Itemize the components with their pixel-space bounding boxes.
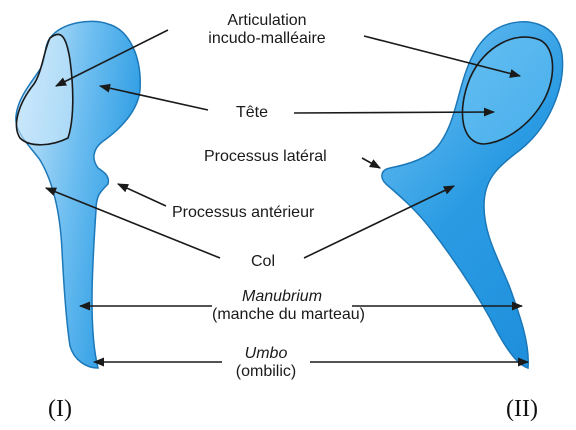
label-manubrium-sub: (manche du marteau)	[212, 306, 352, 324]
label-umbo-title: Umbo	[222, 345, 310, 363]
label-col: Col	[226, 253, 300, 271]
malleus-left-view	[16, 21, 140, 368]
label-articulation-line1: Articulation	[182, 12, 352, 30]
label-processus-anterieur: Processus antérieur	[172, 204, 372, 222]
label-tete: Tête	[214, 104, 290, 122]
malleus-left-body	[16, 21, 140, 368]
view-label-right: (II)	[506, 396, 538, 422]
arrow-processus-lateral	[362, 158, 380, 168]
label-umbo: Umbo (ombilic)	[222, 345, 310, 381]
label-manubrium-title: Manubrium	[212, 288, 352, 306]
label-processus-lateral: Processus latéral	[204, 148, 356, 166]
label-umbo-sub: (ombilic)	[222, 363, 310, 381]
label-manubrium: Manubrium (manche du marteau)	[212, 288, 352, 324]
label-articulation: Articulation incudo-malléaire	[182, 12, 352, 48]
arrow-processus-anterieur	[118, 184, 166, 206]
malleus-right-view	[382, 22, 563, 368]
label-articulation-line2: incudo-malléaire	[182, 30, 352, 48]
view-label-left: (I)	[48, 396, 72, 422]
arrow-tete-right	[294, 112, 494, 113]
